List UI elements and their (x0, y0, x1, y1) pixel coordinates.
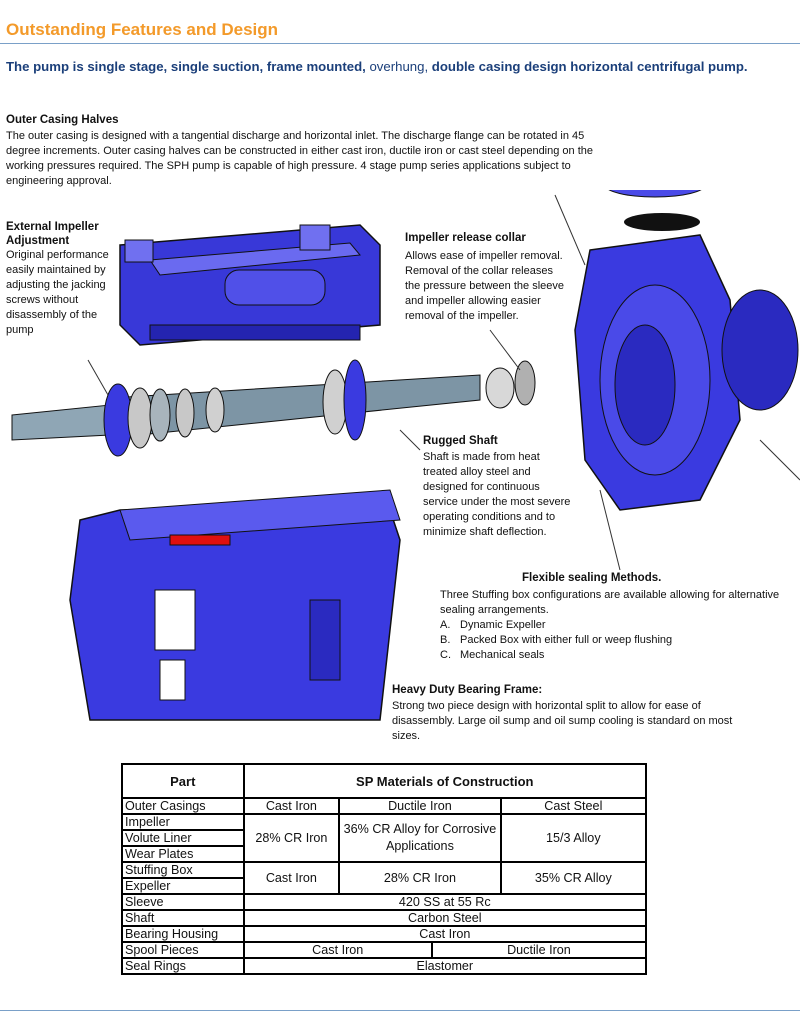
pump-exploded-illustration (11, 190, 800, 721)
header-materials: SP Materials of Construction (242, 763, 648, 799)
page-title: Outstanding Features and Design (6, 20, 279, 39)
pump-casing (574, 190, 799, 511)
external-impeller-body: Original performance easily maintained b… (6, 249, 109, 336)
outer-casing-heading: Outer Casing Halves (6, 114, 119, 126)
table-row: Seal Rings Elastomer (121, 957, 648, 975)
outer-casing-body: The outer casing is designed with a tang… (6, 130, 594, 187)
rugged-shaft-body: Shaft is made from heat treated alloy st… (423, 451, 571, 538)
flexible-sealing-body: Three Stuffing box configurations are av… (440, 588, 780, 663)
leader-lines (87, 194, 800, 571)
intro-part4: horizontal centrifugal pump. (566, 59, 748, 74)
table-row: Stuffing Box Cast Iron 28% CR Iron 35% C… (121, 861, 648, 895)
flexible-sealing-heading: Flexible sealing Methods. (522, 572, 662, 584)
table-row: Volute Liner (121, 829, 646, 847)
header-part: Part (121, 763, 245, 799)
intro-text: The pump is single stage, single suction… (6, 57, 766, 76)
upper-bearing-housing (119, 224, 381, 346)
bottom-rule (0, 1010, 800, 1011)
sealing-option: C.Mechanical seals (440, 649, 545, 661)
materials-table: Part SP Materials of Construction Outer … (121, 763, 648, 975)
impeller-release-heading: Impeller release collar (405, 232, 526, 244)
intro-part2: overhung, (365, 59, 429, 74)
sealing-option: B.Packed Box with either full or weep fl… (440, 634, 673, 646)
bearing-frame (69, 489, 401, 721)
flexible-sealing-text: Three Stuffing box configurations are av… (440, 589, 780, 616)
bearing-frame-body: Strong two piece design with horizontal … (392, 700, 733, 742)
bearing-frame-heading: Heavy Duty Bearing Frame: (392, 684, 543, 696)
intro-part3: double casing design (428, 59, 567, 74)
rugged-shaft-heading: Rugged Shaft (423, 435, 498, 447)
table-row: Outer Casings Cast Iron Ductile Iron Cas… (121, 797, 648, 815)
intro-part1: The pump is single stage, single suction… (6, 59, 366, 74)
title-rule (0, 43, 800, 44)
table-header-row: Part SP Materials of Construction (121, 763, 648, 799)
table-row: Impeller 28% CR Iron 36% CR Alloy for Co… (121, 813, 648, 863)
table-row: Sleeve 420 SS at 55 Rc (121, 893, 648, 911)
table-row: Shaft Carbon Steel (121, 909, 648, 927)
table-row: Wear Plates (121, 845, 646, 863)
table-row: Spool Pieces Cast Iron Ductile Iron (121, 941, 648, 959)
table-row: Bearing Housing Cast Iron (121, 925, 648, 943)
impeller-release-body: Allows ease of impeller removal. Removal… (405, 250, 564, 322)
external-impeller-heading: External Impeller Adjustment (6, 221, 99, 247)
sealing-option: A.Dynamic Expeller (440, 619, 546, 631)
table-row: Expeller (121, 877, 646, 895)
